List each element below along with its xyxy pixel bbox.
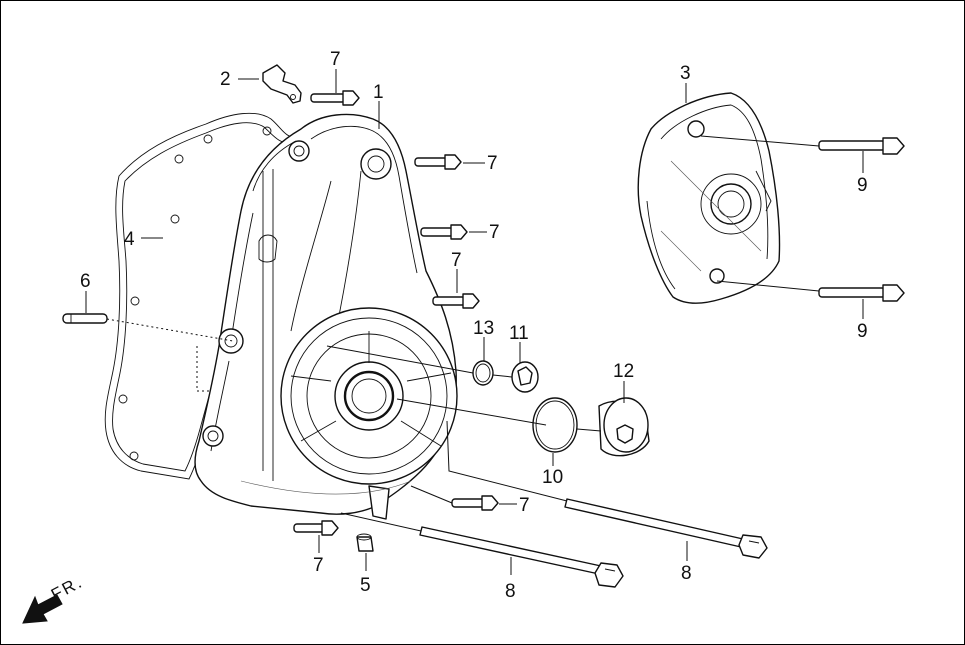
- plug-cap: [511, 361, 539, 393]
- callout-12: 12: [613, 361, 634, 382]
- flange-bolt-right-a: [414, 154, 462, 170]
- o-ring-large: [532, 397, 578, 453]
- flange-bolt-top: [310, 90, 360, 106]
- long-bolt-bottom: [419, 526, 624, 588]
- flange-bolt-right-b: [420, 224, 468, 240]
- callout-8-bottom: 8: [505, 581, 516, 602]
- callout-labels: 2 7 1 7 7 7 6 4 13 11 12 10 7 7 5 8 8 3 …: [80, 49, 868, 602]
- callout-9-upper: 9: [857, 175, 868, 196]
- crankcase-cover: [194, 113, 458, 520]
- assembly-lines: [106, 135, 820, 532]
- outer-cover: [637, 92, 781, 304]
- callout-7-lower-left: 7: [313, 555, 324, 576]
- callout-5: 5: [360, 575, 371, 596]
- flange-bolt-lower-right: [451, 495, 499, 511]
- callout-2: 2: [220, 69, 231, 90]
- callout-8-middle: 8: [681, 563, 692, 584]
- callout-11: 11: [509, 323, 529, 344]
- callout-13: 13: [473, 318, 494, 339]
- o-ring-small: [472, 360, 494, 386]
- callout-7-right-a: 7: [487, 153, 498, 174]
- leader-lines: [85, 69, 864, 575]
- callout-7-lower-right: 7: [519, 495, 530, 516]
- callout-7-top: 7: [330, 49, 341, 70]
- filler-cap: [598, 397, 650, 457]
- cover-bolt-lower: [818, 284, 905, 302]
- flange-bolt-lower-left: [293, 520, 339, 536]
- bracket-clip: [262, 64, 302, 104]
- callout-7-right-b: 7: [489, 222, 500, 243]
- dowel-pin: [62, 313, 108, 324]
- drain-plug: [356, 533, 374, 552]
- callout-6: 6: [80, 271, 91, 292]
- callout-9-lower: 9: [857, 321, 868, 342]
- callout-10: 10: [542, 467, 563, 488]
- front-arrow-icon: [22, 594, 63, 624]
- callout-1: 1: [373, 82, 384, 103]
- cover-bolt-upper: [818, 137, 905, 155]
- front-label: FR.: [48, 572, 86, 604]
- front-direction-marker: FR.: [22, 572, 86, 624]
- callout-7-right-c: 7: [451, 250, 462, 271]
- callout-4: 4: [124, 229, 135, 250]
- flange-bolt-right-c: [432, 293, 480, 309]
- long-bolt-middle: [564, 498, 768, 559]
- callout-3: 3: [680, 63, 691, 84]
